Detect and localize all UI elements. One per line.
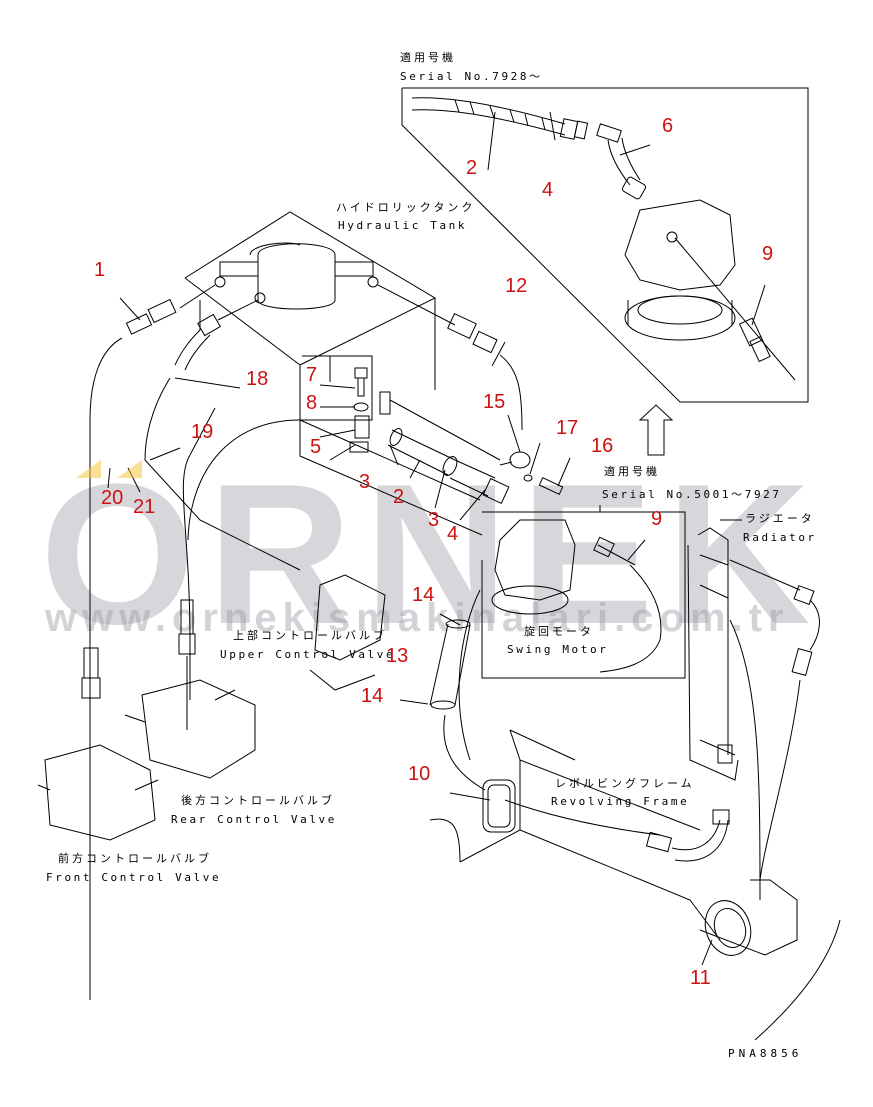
swing-motor-label-en: Swing Motor [507, 643, 609, 656]
callout-13: 13 [386, 645, 409, 667]
callout-1: 1 [94, 259, 106, 281]
radiator-label-en: Radiator [743, 531, 817, 544]
swing-motor-top [625, 200, 735, 290]
accent-triangle-right [117, 460, 142, 478]
hose-1-run [90, 338, 122, 1000]
callout-21: 21 [133, 496, 156, 518]
front-control-valve-label-en: Front Control Valve [46, 871, 222, 884]
hydraulic-tank-label-jp: ハイドロリックタンク [336, 201, 476, 214]
callout-2: 2 [393, 486, 405, 508]
callout-9-mid: 9 [651, 508, 663, 530]
callout-11: 11 [690, 967, 711, 989]
inset-frame-mid [482, 512, 685, 678]
inset-top-serial: Serial No.7928～ [400, 70, 543, 83]
callout-16: 16 [591, 435, 614, 457]
callout-3a: 3 [359, 471, 371, 493]
callout-14b: 14 [361, 685, 384, 707]
swing-motor-mid [495, 520, 575, 600]
hydraulic-tank-outline [185, 212, 435, 365]
inset-mid-applicable-label: 適用号機 [604, 465, 660, 478]
revolving-frame-label-en: Revolving Frame [551, 795, 690, 808]
upper-control-valve-label-en: Upper Control Valve [220, 648, 396, 661]
front-control-valve [45, 745, 155, 840]
hose-top-inset [412, 98, 565, 135]
revolving-frame [460, 730, 700, 862]
bracket-box [300, 356, 372, 420]
upper-control-valve [315, 575, 385, 660]
swing-motor-label-jp: 旋回モータ [524, 625, 594, 638]
callout-19: 19 [191, 421, 214, 443]
callout-3b: 3 [428, 509, 440, 531]
rear-control-valve-label-jp: 後方コントロールバルブ [181, 794, 335, 807]
tank-filter [258, 244, 335, 309]
callout-20: 20 [101, 487, 124, 509]
hydraulic-tank-label-en: Hydraulic Tank [338, 219, 468, 232]
callout-9-top: 9 [762, 243, 774, 265]
callout-5: 5 [310, 436, 322, 458]
inset-top-applicable-label: 適用号機 [400, 51, 456, 64]
radiator [688, 528, 738, 780]
callout-8: 8 [306, 392, 318, 414]
callout-4-top: 4 [542, 179, 554, 201]
hose-14 [430, 624, 470, 705]
rear-control-valve-label-en: Rear Control Valve [171, 813, 338, 826]
callout-7: 7 [306, 364, 318, 386]
drawing-code: PNA8856 [728, 1047, 803, 1060]
inset-frame-top [402, 88, 808, 402]
callout-6: 6 [662, 115, 674, 137]
rear-control-valve [142, 680, 255, 778]
callout-12: 12 [505, 275, 528, 297]
hose-12-run [500, 355, 522, 430]
hose-18-run [145, 378, 170, 460]
revolving-frame-label-jp: レボルビングフレーム [555, 777, 695, 790]
callout-18: 18 [246, 368, 269, 390]
watermark-brand: ORNEK [40, 443, 823, 666]
upper-control-valve-label-jp: 上部コントロールバルブ [233, 629, 387, 642]
callout-14a: 14 [412, 584, 435, 606]
direction-arrow [640, 405, 672, 455]
front-control-valve-label-jp: 前方コントロールバルブ [58, 852, 212, 865]
callout-4: 4 [447, 523, 459, 545]
callout-2-top: 2 [466, 157, 478, 179]
pipe-2 [388, 430, 455, 475]
radiator-label-jp: ラジエータ [745, 512, 815, 525]
callout-15: 15 [483, 391, 506, 413]
inset-mid-serial: Serial No.5001～7927 [602, 488, 782, 501]
accent-triangle-left [76, 460, 101, 478]
callout-17: 17 [556, 417, 579, 439]
callout-10: 10 [408, 763, 431, 785]
